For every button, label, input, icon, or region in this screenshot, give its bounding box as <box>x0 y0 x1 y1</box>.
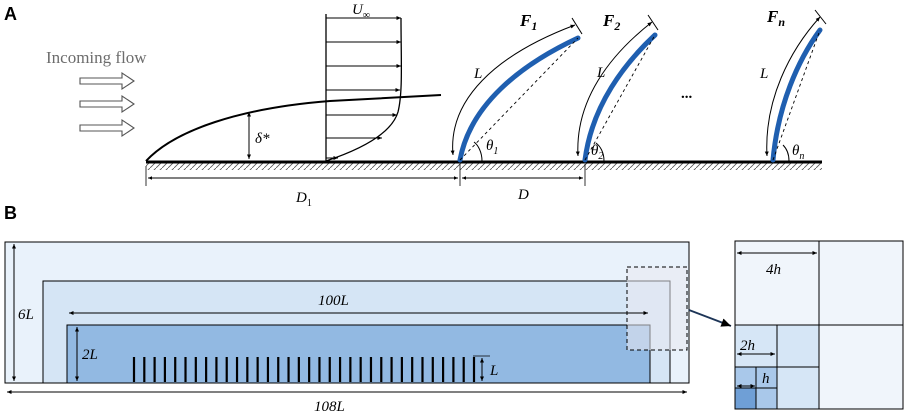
u-infinity-label: U∞ <box>352 2 370 21</box>
filament-1-force-label: F1 <box>519 11 537 33</box>
filament-n-angle-arc <box>782 144 790 162</box>
d-label: D <box>517 187 529 203</box>
filament-1-theta-label: θ1 <box>486 138 498 157</box>
ground-hatching <box>146 163 822 170</box>
inset-h-label: h <box>762 371 770 387</box>
panel-a-label: A <box>4 4 17 24</box>
velocity-profile <box>325 14 403 162</box>
filament-array <box>132 357 476 382</box>
filament-1-length-label: L <box>473 66 482 82</box>
d1-dimension <box>145 164 461 186</box>
dim-l-label: L <box>489 363 498 379</box>
filament-1-body <box>457 35 581 163</box>
filament-2-body <box>582 32 658 163</box>
filament-1-chord <box>459 37 579 161</box>
filament-2: L F2 θ2 <box>575 11 659 163</box>
inset-2h-label: 2h <box>740 338 755 354</box>
panel-a: A Incoming flow δ* U∞ <box>4 2 827 209</box>
dim-100l-label: 100L <box>318 293 349 309</box>
filament-n-chord <box>772 29 821 161</box>
filament-2-angle-arc <box>595 142 605 162</box>
boundary-layer-curve <box>145 94 442 162</box>
panel-b: B 6L 100L 2L L 108L <box>4 203 904 415</box>
d1-label: D1 <box>295 190 312 209</box>
incoming-flow-label: Incoming flow <box>46 48 147 67</box>
zoom-region <box>626 266 688 351</box>
filament-n-length-label: L <box>759 66 768 82</box>
zoom-arrow <box>688 309 732 327</box>
filament-2-chord <box>584 34 656 161</box>
inset-4h-label: 4h <box>766 262 781 278</box>
filament-1-arc <box>450 24 576 156</box>
d-dimension <box>462 164 586 186</box>
panel-b-label: B <box>4 203 17 223</box>
dim-108l-label: 108L <box>314 399 345 415</box>
filament-2-force-label: F2 <box>602 11 620 33</box>
filament-n-arc <box>764 16 821 157</box>
dim-6l-label: 6L <box>18 307 34 323</box>
filament-2-arc <box>575 21 653 157</box>
filament-1: L F1 θ1 <box>450 11 583 163</box>
delta-star-label: δ* <box>255 131 270 147</box>
ellipsis: ... <box>681 86 693 102</box>
dim-2l-label: 2L <box>82 347 98 363</box>
filament-n-force-label: Fn <box>766 7 785 29</box>
filament-n-theta-label: θn <box>792 143 804 162</box>
filament-2-length-label: L <box>596 65 605 81</box>
filament-2-theta-label: θ2 <box>591 143 603 162</box>
filament-1-angle-arc <box>473 141 483 162</box>
incoming-flow-arrows <box>79 71 135 138</box>
filament-n-body <box>770 27 823 163</box>
refinement-inset <box>734 240 904 410</box>
filament-n: L Fn θn <box>759 7 827 163</box>
